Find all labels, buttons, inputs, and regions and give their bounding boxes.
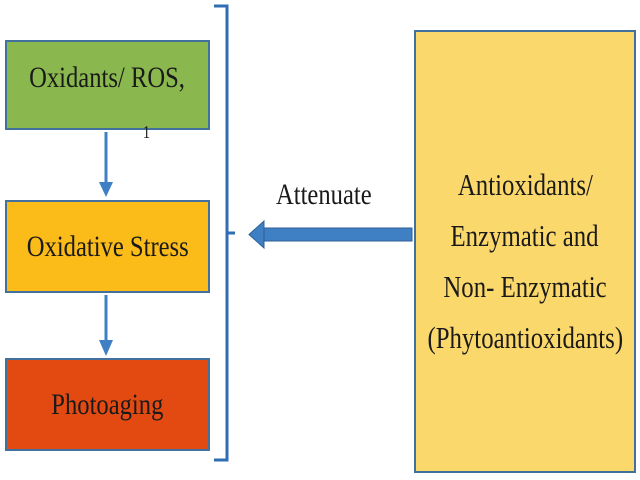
oxidative-stress-label: Oxidative Stress — [26, 229, 189, 263]
antioxidants-text: Antioxidants/ Enzymatic and Non- Enzymat… — [403, 159, 640, 363]
oxidative-stress-box: Oxidative Stress — [5, 200, 210, 293]
antioxidants-line-3: Non- Enzymatic — [443, 268, 607, 304]
oxidants-ros-label: Oxidants/ ROS, — [29, 61, 186, 94]
antioxidants-box: Antioxidants/ Enzymatic and Non- Enzymat… — [414, 30, 636, 473]
antioxidants-line-1: Antioxidants/ — [457, 166, 593, 202]
oxidants-footnote-mark: 1 — [142, 122, 151, 142]
antioxidants-line-2: Enzymatic and — [450, 217, 600, 253]
attenuate-arrow — [248, 219, 413, 250]
oxidants-ros-box: Oxidants/ ROS, — [5, 40, 210, 130]
antioxidants-line-4: (Phytoantioxidants) — [427, 319, 623, 355]
arrow-oxidants-to-stress — [99, 132, 113, 197]
attenuate-label: Attenuate — [276, 178, 372, 211]
photoaging-box: Photoaging — [5, 358, 210, 451]
arrow-stress-to-photoaging — [99, 295, 113, 356]
photoaging-label: Photoaging — [51, 387, 164, 421]
right-brace — [214, 4, 235, 462]
